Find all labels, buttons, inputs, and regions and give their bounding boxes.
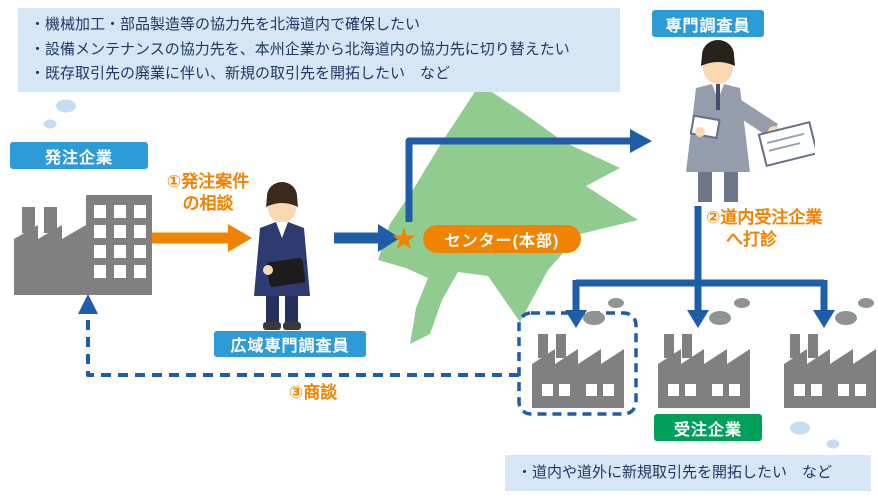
- step2-line2: へ打診: [726, 230, 777, 249]
- paper-icon: [689, 114, 721, 140]
- receiving-factory-icon-2: [658, 334, 750, 408]
- ordering-need-line-2: ・設備メンテナンスの協力先を、本州企業から北海道内の協力先に切り替えたい: [30, 40, 570, 58]
- envelope-icon: [757, 120, 815, 168]
- hair: [266, 182, 298, 207]
- receiving-company-badge: 受注企業: [654, 414, 762, 441]
- hair: [701, 40, 735, 66]
- step2-label: ②道内受注企業 へ打診: [706, 207, 866, 251]
- receiving-needs-bubble: ・道内や道外に新規取引先を開拓したい など: [505, 455, 871, 491]
- receiving-factory-icon-3: [784, 334, 876, 408]
- step1-line1: ①発注案件: [166, 172, 250, 191]
- wide-area-specialist-badge: 広域専門調査員: [214, 331, 366, 357]
- step1-line2: の相談: [182, 194, 234, 213]
- ordering-need-line-3: ・既存取引先の廃業に伴い、新規の取引先を開拓したい など: [30, 65, 451, 82]
- specialist-illustration: [686, 40, 815, 202]
- ordering-company-badge: 発注企業: [10, 142, 148, 169]
- step1-label: ①発注案件 の相談: [148, 171, 268, 215]
- hokkaido-map: [378, 84, 638, 344]
- center-badge: センター(本部): [423, 225, 581, 253]
- thought-dots-left: [43, 99, 76, 129]
- step3-label: ③商談: [288, 383, 338, 402]
- thought-dots-right: [790, 421, 840, 449]
- ordering-need-line-1: ・機械加工・部品製造等の協力先を北海道内で確保したい: [30, 16, 421, 33]
- specialist-badge: 専門調査員: [652, 10, 764, 37]
- ordering-needs-bubble: ・機械加工・部品製造等の協力先を北海道内で確保したい ・設備メンテナンスの協力先…: [18, 8, 620, 92]
- ordering-factory-icon: [14, 195, 152, 295]
- hokkaido-shape: [378, 84, 638, 344]
- receiving-factory-icon-1: [532, 334, 624, 408]
- step2-line1: ②道内受注企業: [706, 208, 823, 227]
- factory-windows: [94, 205, 146, 278]
- black-folder-icon: [266, 257, 306, 287]
